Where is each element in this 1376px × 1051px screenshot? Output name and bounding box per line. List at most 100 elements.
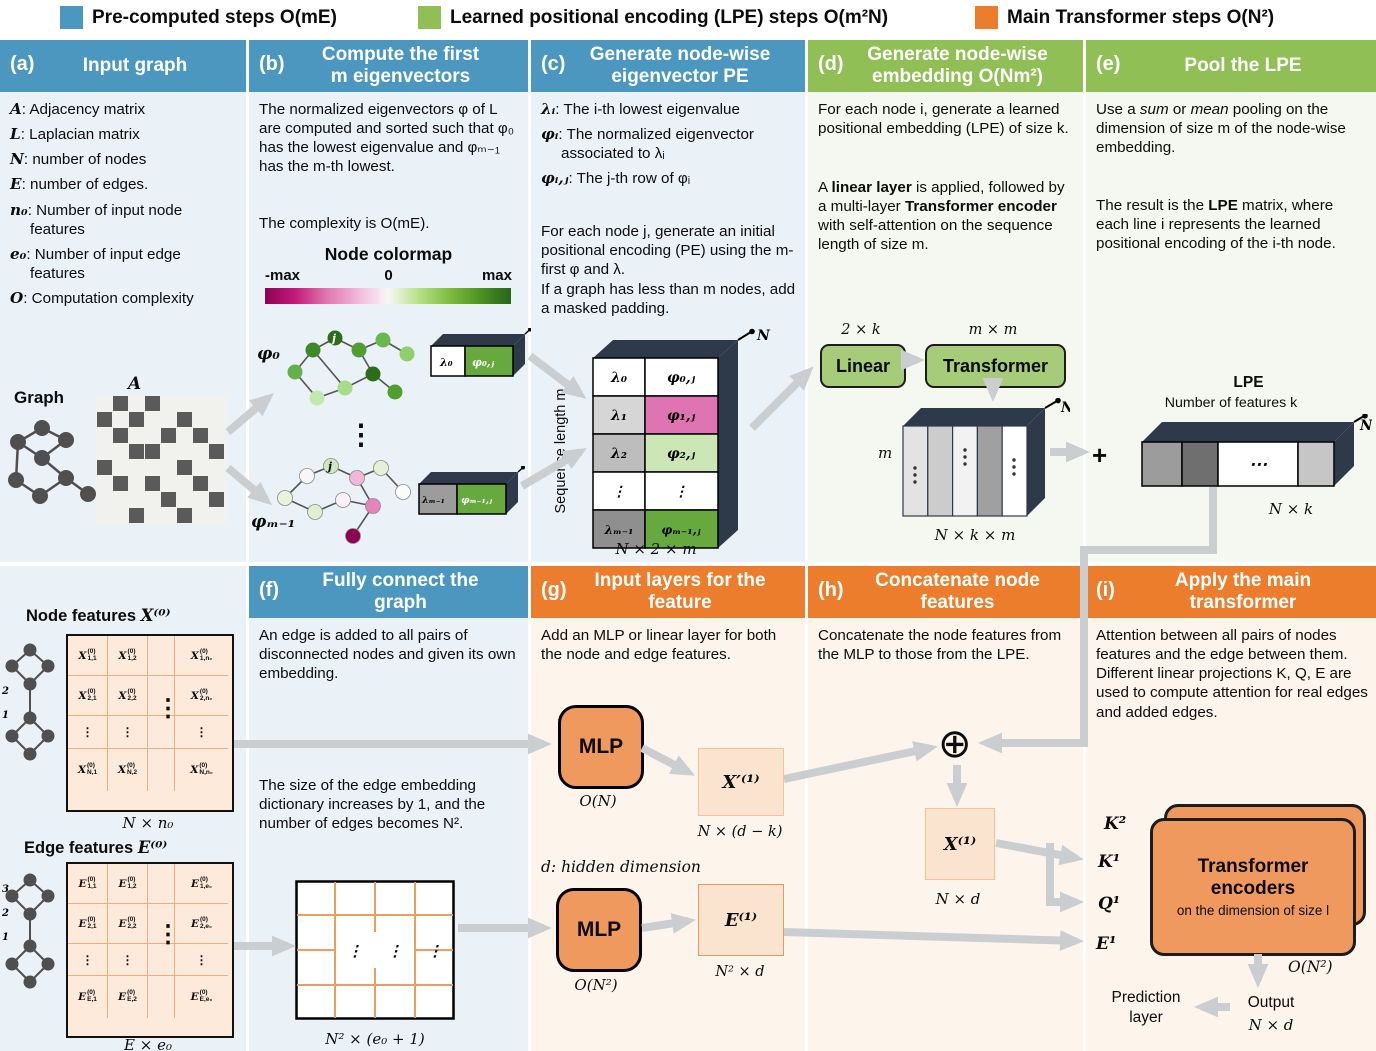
- svg-text:⋮: ⋮: [348, 942, 363, 960]
- phim-row-matrix: λₘ₋₁ φₘ₋₁,ⱼ: [418, 466, 525, 515]
- edge-mlp-box: MLP: [556, 888, 642, 972]
- colormap-min-label: -max: [265, 267, 301, 284]
- phim-label: φₘ₋₁: [251, 512, 296, 532]
- edge-features-dimension: E × e₀: [124, 1036, 172, 1051]
- panel-g-tag: (g): [541, 579, 567, 601]
- edge-matrix-dimension: N² × (e₀ + 1): [325, 1030, 425, 1048]
- k1-projection-label: K¹: [1098, 852, 1121, 872]
- lpe-matrix: ⋯ N: [1141, 414, 1372, 487]
- svg-text:3: 3: [2, 884, 9, 895]
- panel-e-tag: (e): [1096, 53, 1121, 75]
- panel-g-title-1: Input layers for the: [594, 569, 766, 591]
- svg-text:1: 1: [2, 932, 9, 943]
- svg-text:φ₀,ⱼ: φ₀,ⱼ: [667, 370, 696, 386]
- node-hidden-features-box: X′⁽¹⁾: [698, 748, 784, 816]
- panel-a-body: A: Adjacency matrix L: Laplacian matrix …: [0, 92, 246, 562]
- linear-input-dim: 2 × k: [841, 322, 881, 338]
- colormap-max-label: max: [481, 267, 512, 284]
- svg-text:φ₁,ⱼ: φ₁,ⱼ: [667, 408, 696, 424]
- node-features-matrix: X(0)1,1 X(0)1,2 X(0)1,n₀ X(0)2,1 X(0)2,2…: [66, 634, 234, 812]
- sum-plus-sign: +: [1092, 440, 1108, 470]
- panel-h-para1: Concatenate the node features from the M…: [818, 627, 1062, 664]
- panel-c-definitions: λᵢ: The i-th lowest eigenvalue φᵢ: The n…: [541, 100, 754, 188]
- features-axis-label: Number of features k: [1164, 395, 1298, 411]
- e1-projection-label: E¹: [1096, 934, 1117, 954]
- panel-c-para2: If a graph has less than m nodes, add a …: [541, 281, 796, 318]
- svg-text:1: 1: [2, 710, 9, 721]
- svg-text:2: 2: [2, 686, 9, 697]
- panel-i-title-2: transformer: [1189, 592, 1297, 613]
- svg-text:⋮: ⋮: [428, 942, 443, 960]
- panel-d-para1: For each node i, generate a learned posi…: [818, 101, 1069, 138]
- lpe-matrix-dimension: N × k: [1268, 500, 1314, 518]
- panel-f-title-1: Fully connect the: [322, 569, 479, 591]
- panel-f-tag: (f): [259, 579, 279, 601]
- edge-hidden-features-box: E⁽¹⁾: [698, 884, 784, 956]
- concat-oplus-symbol: ⊕: [938, 722, 972, 766]
- panel-i-title-1: Apply the main: [1174, 569, 1312, 591]
- q1-projection-label: Q¹: [1098, 894, 1121, 914]
- legend-blue-swatch: [60, 6, 83, 29]
- output-label: Output: [1247, 994, 1295, 1011]
- panel-c-header: (c) Generate node-wise eigenvector PE: [531, 40, 805, 92]
- panel-e: (e) Pool the LPE Use a sum or mean pooli…: [1086, 40, 1376, 562]
- legend-orange-swatch: [975, 6, 998, 29]
- lpe-matrix-title: LPE: [1233, 374, 1264, 391]
- features-column: Node features X⁽⁰⁾ 2 1 X(0)1,1 X(0)1,2: [0, 566, 246, 1051]
- legend-green-swatch: [418, 6, 441, 29]
- n-axis-label: N: [1359, 418, 1372, 434]
- edge-features-graph: 3 2 1: [2, 873, 55, 989]
- input-graph-drawing: [8, 420, 96, 504]
- panel-b-para1: The normalized eigenvectors φ of L are c…: [259, 101, 515, 176]
- panel-h-title-1: Concatenate node: [875, 569, 1040, 591]
- node-mlp-complexity: O(N): [579, 792, 617, 810]
- panel-c-title-2: eigenvector PE: [611, 66, 749, 87]
- panel-f-header: (f) Fully connect the graph: [249, 566, 528, 618]
- fully-connected-edge-matrix: ⋮ ⋮ ⋮: [295, 880, 455, 1020]
- panel-c-title-1: Generate node-wise: [589, 43, 771, 65]
- node-embedding-tensor: N: [902, 398, 1070, 517]
- panel-g-header: (g) Input layers for the feature: [531, 566, 805, 618]
- panel-h-tag: (h): [818, 579, 844, 601]
- vertical-ellipsis: ⋮: [347, 419, 375, 450]
- eigenvector-phim-graph: j: [277, 458, 411, 544]
- panel-c-body: λᵢ: The i-th lowest eigenvalue φᵢ: The n…: [531, 92, 805, 562]
- edge-features-matrix: E(0)1,1 E(0)1,2 E(0)1,e₀ E(0)2,1 E(0)2,2…: [66, 862, 234, 1038]
- embedding-tensor-dimension: N × k × m: [934, 526, 1016, 544]
- svg-text:λₘ₋₁: λₘ₋₁: [604, 523, 634, 537]
- output-dimension: N × d: [1248, 1016, 1294, 1034]
- panel-b-para2: The complexity is O(mE).: [259, 215, 430, 232]
- adjacency-matrix-label: A: [128, 374, 142, 394]
- sequence-length-label: Sequence length m: [553, 388, 569, 514]
- panel-f-title-2: graph: [374, 592, 427, 613]
- panel-e-para2: The result is the LPE matrix, where each…: [1096, 197, 1336, 253]
- node-hidden-dimension: N × (d − k): [697, 824, 783, 840]
- matrix-ellipsis: ⋯: [1249, 454, 1268, 475]
- svg-text:λ₀: λ₀: [610, 370, 627, 386]
- node-features-dimension: N × n₀: [122, 814, 174, 832]
- legend-precomputed-label: Pre-computed steps O(mE): [92, 6, 337, 28]
- transformer-dim: m × m: [968, 322, 1018, 338]
- graph-label: Graph: [14, 388, 65, 407]
- node-features-graph: 2 1: [2, 643, 55, 761]
- transformer-encoders-subtitle: on the dimension of size l: [1176, 902, 1330, 918]
- panel-b-header: (b) Compute the first m eigenvectors: [249, 40, 528, 92]
- panel-h-title-2: features: [920, 592, 995, 613]
- panel-h-header: (h) Concatenate node features: [808, 566, 1083, 618]
- panel-f-para2: The size of the edge embedding dictionar…: [259, 777, 486, 833]
- eigenvector-phi0-graph: j: [287, 330, 415, 406]
- svg-text:φₘ₋₁,ⱼ: φₘ₋₁,ⱼ: [661, 523, 700, 537]
- panel-b-tag: (b): [259, 53, 285, 75]
- panel-i-header: (i) Apply the main transformer: [1086, 566, 1376, 618]
- pe-matrix-dimension: N × 2 × m: [615, 540, 697, 558]
- node-features-title: Node features X⁽⁰⁾: [26, 606, 171, 625]
- panel-f-para1: An edge is added to all pairs of disconn…: [259, 627, 516, 683]
- panel-h: (h) Concatenate node features Concatenat…: [808, 566, 1083, 1051]
- transformer-box: Transformer: [925, 344, 1066, 388]
- legend-transformer-label: Main Transformer steps O(N²): [1007, 6, 1275, 28]
- node-colormap-gradient: [265, 288, 511, 304]
